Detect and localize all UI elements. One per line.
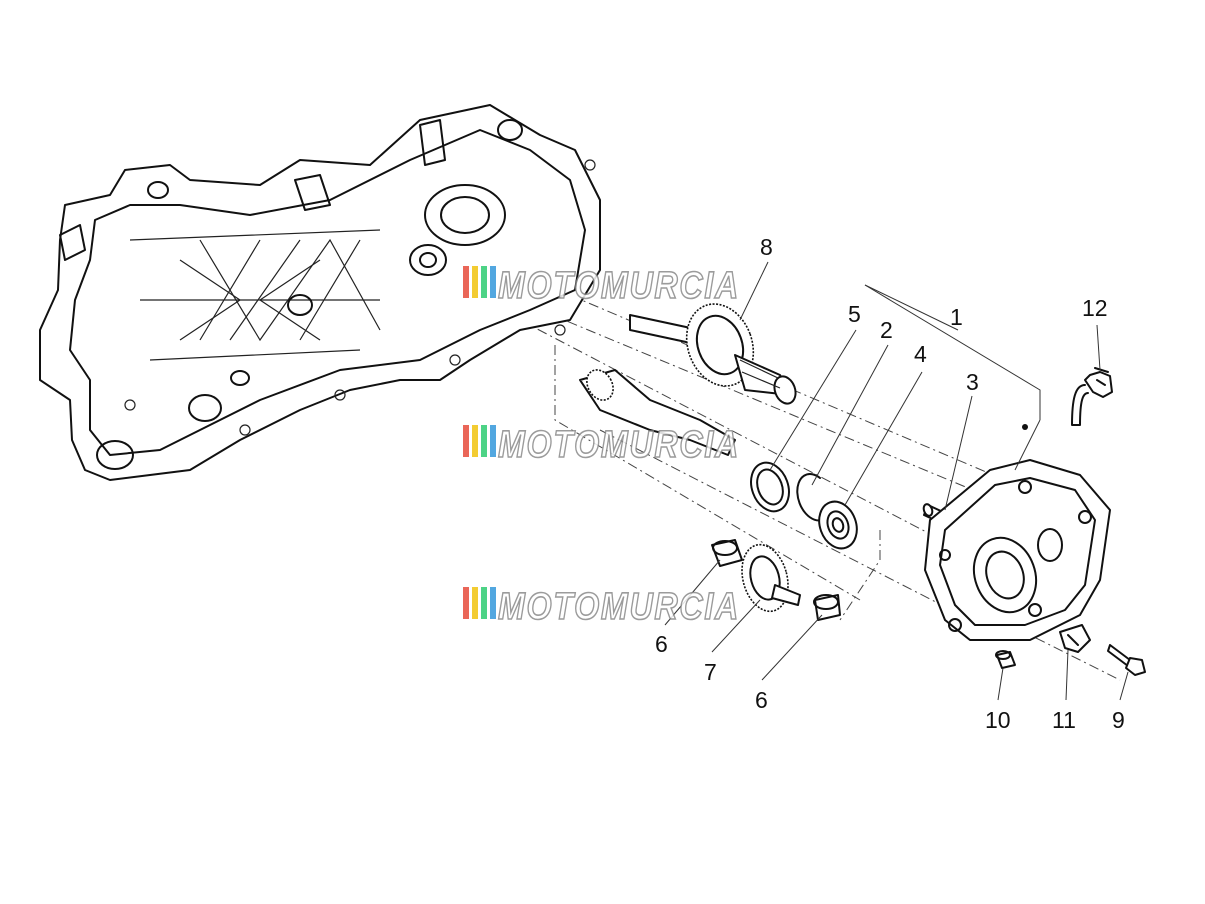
part-11-clip: [1059, 624, 1091, 653]
callout-9: 9: [1112, 707, 1125, 733]
watermark-text: MOTOMURCIA: [498, 586, 740, 628]
callout-5: 5: [848, 301, 861, 327]
watermark-stripe: [472, 425, 478, 457]
watermark-stripe: [481, 266, 487, 298]
watermark-middle: MOTOMURCIA: [463, 423, 740, 467]
callout-7: 7: [704, 659, 717, 685]
watermark-stripe: [481, 587, 487, 619]
part-1-cover: [924, 459, 1111, 641]
callout-10: 10: [985, 707, 1011, 733]
callout-1: 1: [950, 304, 963, 330]
part-5-seal-ring: [750, 461, 790, 513]
crankcase: [39, 104, 601, 481]
watermark-stripe: [490, 266, 496, 298]
callout-8: 8: [760, 234, 773, 260]
watermark-stripe: [463, 425, 469, 457]
leader-lines: [664, 261, 1129, 701]
callout-3: 3: [966, 369, 979, 395]
part-4-bearing: [818, 500, 858, 550]
part-6-bushing-left: [711, 539, 743, 567]
callouts: 8 5 2 1 4 3 12 6 7 6 10 11 9: [655, 234, 1125, 733]
part-8-gear-shaft: [629, 303, 797, 405]
watermark-stripe: [463, 266, 469, 298]
watermark-stripe: [481, 425, 487, 457]
secondary-shaft: [579, 369, 736, 456]
part-10-dowel: [995, 650, 1016, 669]
callout-2: 2: [880, 317, 893, 343]
watermark-text: MOTOMURCIA: [498, 424, 740, 466]
callout-11: 11: [1052, 707, 1076, 733]
watermark-stripe: [490, 587, 496, 619]
part-2-circlip: [796, 473, 823, 522]
part-12-breather-hose: [1071, 367, 1113, 426]
watermark-stripe: [490, 425, 496, 457]
part-9-screw: [1107, 644, 1146, 676]
callout-12: 12: [1082, 295, 1108, 321]
watermark-bottom: MOTOMURCIA: [463, 585, 740, 629]
watermark-stripe: [463, 587, 469, 619]
part-7-intermediate-gear: [741, 543, 801, 613]
watermark-stripe: [472, 266, 478, 298]
callout-6-right: 6: [755, 687, 768, 713]
watermark-top: MOTOMURCIA: [463, 264, 740, 308]
callout-6-left: 6: [655, 631, 668, 657]
watermark-stripe: [472, 587, 478, 619]
part-6-bushing-right: [813, 594, 841, 621]
callout-4: 4: [914, 341, 927, 367]
watermark-text: MOTOMURCIA: [498, 265, 740, 307]
